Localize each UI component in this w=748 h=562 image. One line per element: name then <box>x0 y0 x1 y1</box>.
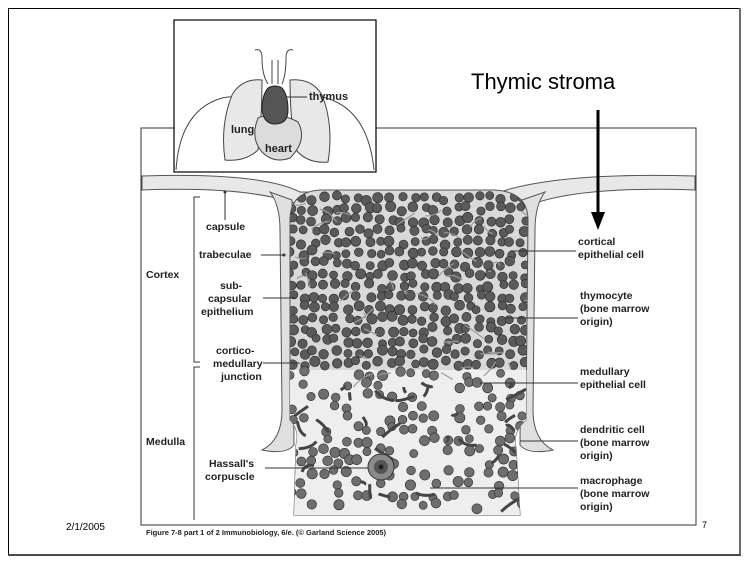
label-capsule: capsule <box>206 221 245 233</box>
svg-text:epithelial cell: epithelial cell <box>580 379 646 391</box>
svg-text:medullary: medullary <box>580 366 630 378</box>
svg-text:macrophage: macrophage <box>580 475 643 487</box>
svg-text:origin): origin) <box>580 316 613 328</box>
svg-text:epithelium: epithelium <box>201 306 254 318</box>
svg-text:cortical: cortical <box>578 236 615 248</box>
page-number: 7 <box>702 520 707 530</box>
svg-text:medullary: medullary <box>213 358 263 370</box>
thymic-lobule <box>285 190 540 520</box>
svg-text:origin): origin) <box>580 501 613 513</box>
label-cortex: Cortex <box>146 269 179 281</box>
inset-label-thymus: thymus <box>309 91 348 103</box>
svg-text:sub-: sub- <box>220 280 243 292</box>
thymus-organ <box>262 86 288 124</box>
svg-text:corpuscle: corpuscle <box>205 471 255 483</box>
svg-text:(bone marrow: (bone marrow <box>580 437 650 449</box>
slide-date: 2/1/2005 <box>66 522 105 533</box>
inset-label-lung: lung <box>231 124 254 136</box>
anatomy-inset: thymus lung heart <box>174 20 376 172</box>
label-medulla: Medulla <box>146 436 185 448</box>
label-trabeculae: trabeculae <box>199 249 252 261</box>
svg-text:epithelial cell: epithelial cell <box>578 249 644 261</box>
svg-text:thymocyte: thymocyte <box>580 290 633 302</box>
slide-title: Thymic stroma <box>471 69 615 95</box>
svg-text:(bone marrow: (bone marrow <box>580 488 650 500</box>
svg-text:(bone marrow: (bone marrow <box>580 303 650 315</box>
svg-text:Hassall's: Hassall's <box>209 458 254 470</box>
label-hassalls-corpuscle: Hassall's corpuscle <box>205 458 255 483</box>
figure-caption: Figure 7-8 part 1 of 2 Immunobiology, 6/… <box>146 528 387 537</box>
svg-text:junction: junction <box>220 371 262 383</box>
svg-text:capsular: capsular <box>208 293 251 305</box>
hassalls-corpuscle <box>368 454 394 480</box>
svg-text:cortico-: cortico- <box>216 345 255 357</box>
svg-text:dendritic cell: dendritic cell <box>580 424 645 436</box>
inset-label-heart: heart <box>265 143 292 155</box>
svg-text:origin): origin) <box>580 450 613 462</box>
